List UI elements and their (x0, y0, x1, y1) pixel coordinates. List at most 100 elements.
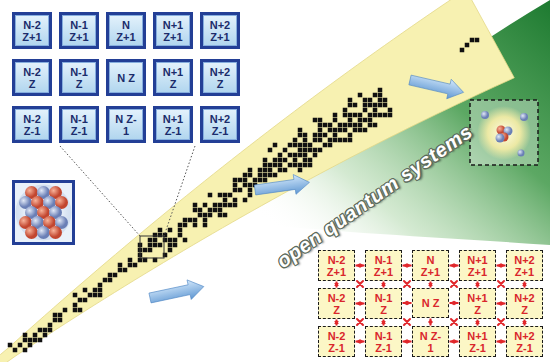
open-nuclide-box: N-2 Z+1 (318, 250, 355, 281)
nuclide-box: N+1 Z-1 (153, 106, 193, 143)
stable-nucleus (173, 243, 178, 248)
stable-nucleus (243, 178, 248, 183)
stable-nucleus (470, 38, 475, 43)
stable-nucleus (103, 278, 108, 283)
stable-nucleus (73, 293, 78, 298)
nuclide-box: N+2 Z (200, 59, 240, 96)
stable-nucleus (108, 273, 113, 278)
stable-nucleus (303, 143, 308, 148)
stable-nucleus (58, 313, 63, 318)
nuclide-label: N+2 Z+1 (511, 254, 538, 278)
nuclide-label: N-1 Z (66, 66, 92, 90)
stable-nucleus (198, 213, 203, 218)
nuclide-label: N+2 Z-1 (207, 113, 233, 137)
block-arrow-shape (254, 172, 311, 199)
open-nuclide-box: N+1 Z+1 (459, 250, 496, 281)
nuclide-box: N Z+1 (106, 12, 146, 49)
stable-nucleus (183, 218, 188, 223)
stable-nucleus (118, 263, 123, 268)
zoom-arrows (148, 70, 466, 308)
stable-nucleus (38, 328, 43, 333)
open-nucleus-frame (470, 100, 538, 165)
stable-nucleus (23, 348, 28, 353)
nuclide-label: N+2 Z (511, 292, 538, 316)
stable-nucleus (248, 173, 253, 178)
stable-nucleus (378, 103, 383, 108)
nuclide-label: N-2 Z+1 (19, 19, 45, 43)
open-nuclide-box: N Z-1 (412, 326, 449, 357)
coupling-arrow (336, 320, 338, 326)
stable-nucleus (343, 138, 348, 143)
stable-nucleus (268, 168, 273, 173)
open-nuclide-box: N Z+1 (412, 250, 449, 281)
proton (49, 226, 62, 239)
stable-nucleus (318, 138, 323, 143)
stable-nucleus (338, 123, 343, 128)
stable-nucleus (273, 173, 278, 178)
stable-nucleus (218, 203, 223, 208)
stable-nucleus (383, 103, 388, 108)
nuclide-label: N-2 Z-1 (323, 330, 350, 354)
nuclide-box: N+2 Z+1 (200, 12, 240, 49)
stable-nucleus (363, 118, 368, 123)
nuclide-label: N Z (417, 297, 444, 309)
stable-nucleus (73, 308, 78, 313)
coupling-arrow (450, 265, 459, 267)
nuclide-label: N+1 Z (464, 292, 491, 316)
nuclide-label: N-2 Z (19, 66, 45, 90)
stable-nucleus (358, 128, 363, 133)
nuclide-box: N-2 Z-1 (12, 106, 52, 143)
stable-nucleus (373, 113, 378, 118)
stable-nucleus (183, 238, 188, 243)
coupling-arrow (524, 282, 526, 288)
nuclide-label: N+1 Z (160, 66, 186, 90)
stable-nucleus (258, 178, 263, 183)
stable-nucleus (460, 48, 465, 53)
stable-nucleus (273, 158, 278, 163)
nuclide-label: N-2 Z-1 (19, 113, 45, 137)
stable-nucleus (213, 208, 218, 213)
stable-nucleus (73, 303, 78, 308)
stable-nucleus (475, 38, 480, 43)
stable-nucleus (293, 138, 298, 143)
stable-nucleus (358, 118, 363, 123)
stable-nucleus (353, 103, 358, 108)
stable-nucleus (183, 223, 188, 228)
stable-nucleus (343, 113, 348, 118)
stable-nucleus (193, 218, 198, 223)
stable-nucleus (208, 208, 213, 213)
coupling-arrow (403, 341, 412, 343)
stable-nucleus (318, 128, 323, 133)
open-nuclide-box: N+2 Z+1 (506, 250, 543, 281)
stable-nucleus (308, 148, 313, 153)
stable-nucleus (238, 178, 243, 183)
stable-nucleus (465, 43, 470, 48)
stable-nucleus (298, 133, 303, 138)
nuclide-label: N Z-1 (417, 330, 444, 354)
neutron (37, 226, 50, 239)
emitted-nucleon (518, 150, 525, 157)
stable-nucleus (358, 93, 363, 98)
stable-nucleus (373, 103, 378, 108)
nuclide-label: N-1 Z-1 (370, 330, 397, 354)
stable-nucleus (313, 148, 318, 153)
stable-nucleus (368, 118, 373, 123)
stable-nucleus (363, 103, 368, 108)
stable-nucleus (353, 128, 358, 133)
stable-nucleus (313, 133, 318, 138)
stable-nucleus (233, 183, 238, 188)
stable-nucleus (373, 93, 378, 98)
stable-nucleus (283, 148, 288, 153)
stable-nucleus (248, 188, 253, 193)
stable-nucleus (168, 248, 173, 253)
stable-nucleus (108, 278, 113, 283)
nuclide-label: N Z (113, 72, 139, 84)
stable-nucleus (168, 243, 173, 248)
stable-nucleus (363, 98, 368, 103)
nuclide-box: N-2 Z (12, 59, 52, 96)
stable-nucleus (23, 333, 28, 338)
nuclide-box: N+1 Z+1 (153, 12, 193, 49)
stable-nucleus (78, 298, 83, 303)
stable-nucleus (328, 128, 333, 133)
